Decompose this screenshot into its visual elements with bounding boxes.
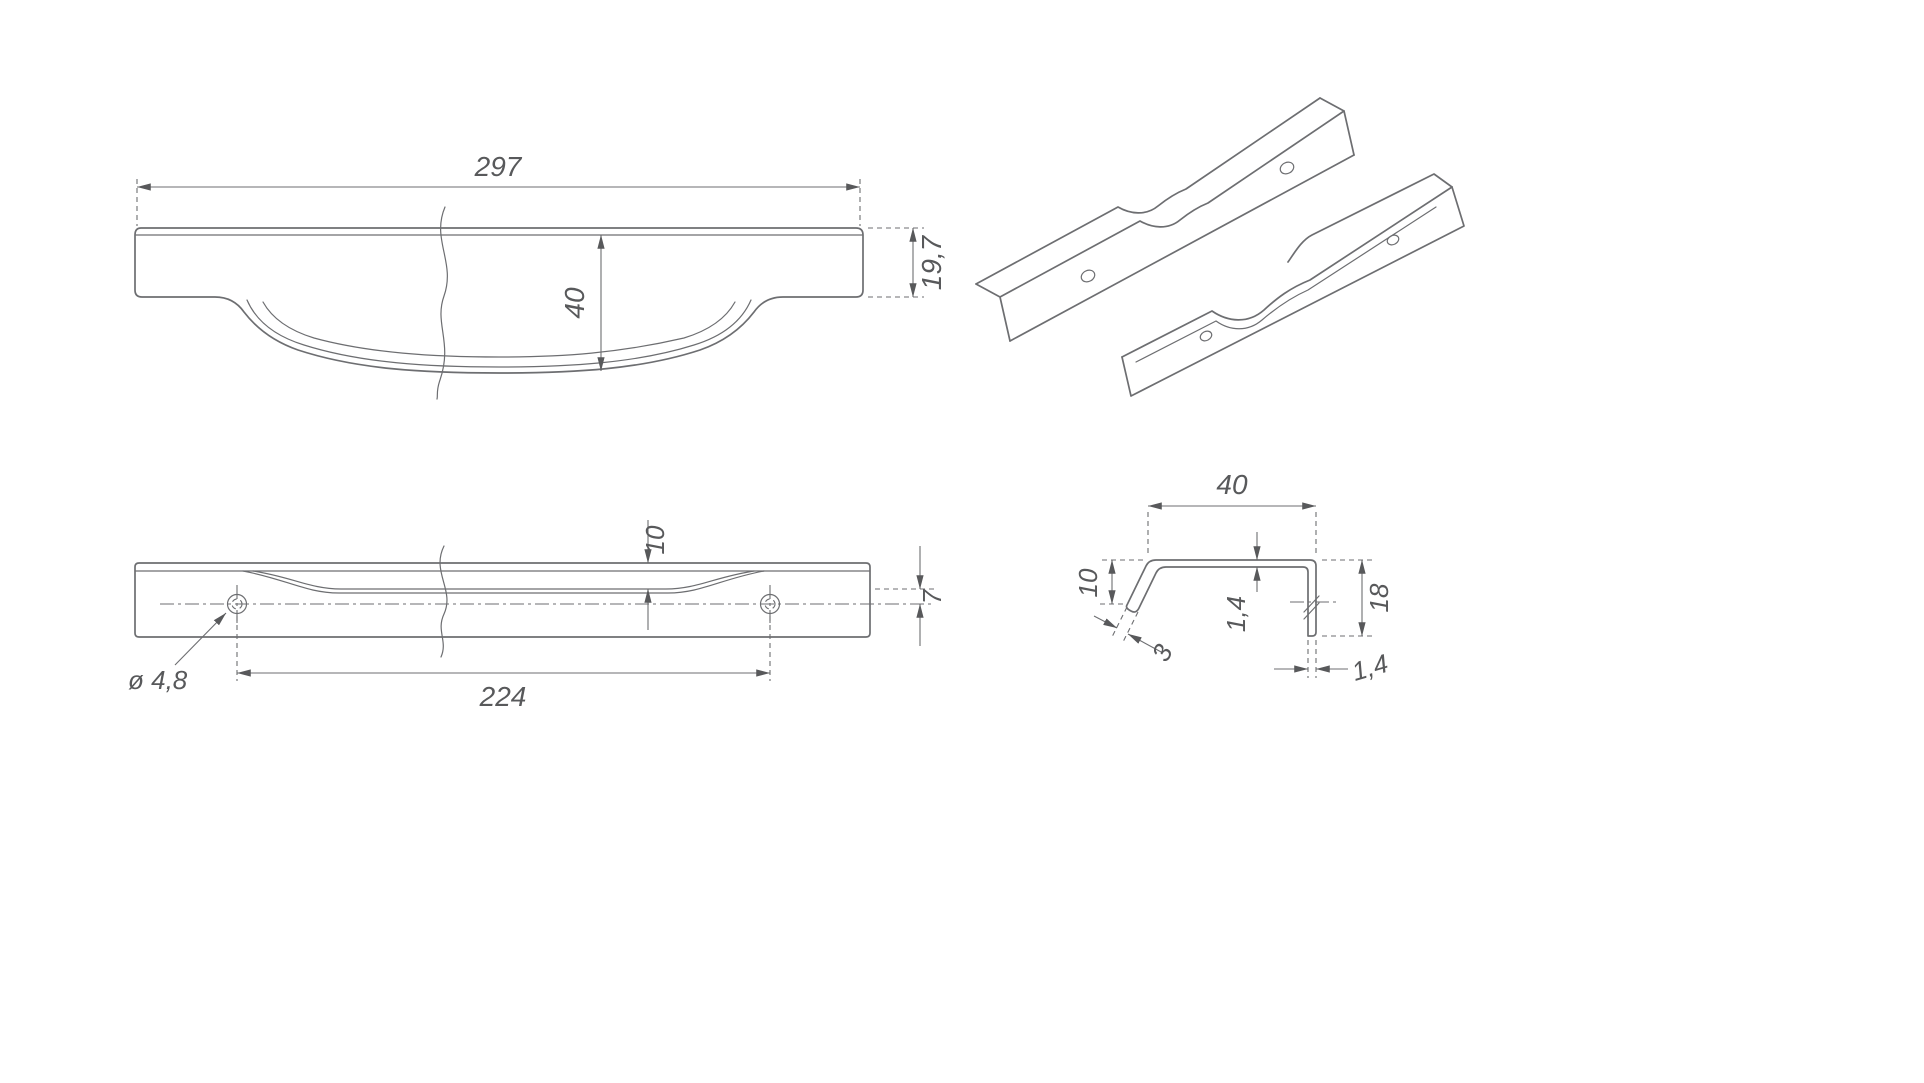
section-view: 40 10 1,4 18 3 xyxy=(1073,469,1394,687)
section-hole-hatch xyxy=(1303,595,1320,620)
iso-upper-screw-hole-left xyxy=(1080,269,1096,283)
isometric-view xyxy=(975,97,1465,397)
iso-lower-top-wavy-edge xyxy=(1121,186,1453,358)
plan-view-break-line xyxy=(439,545,448,658)
plan-hole-spacing-label: 224 xyxy=(479,681,527,712)
section-wall-thickness-label: 1,4 xyxy=(1348,648,1391,687)
iso-upper-fold-line xyxy=(999,110,1345,298)
front-end-height-label: 19,7 xyxy=(916,234,947,290)
iso-lower-screw-hole-right xyxy=(1386,234,1400,246)
iso-lower-flange-edge xyxy=(1287,173,1453,263)
front-end-height-dimension: 19,7 xyxy=(868,227,947,298)
plan-view-grip-edge-1 xyxy=(252,570,755,590)
section-lip-height-dimension: 10 xyxy=(1073,559,1146,605)
front-length-label: 297 xyxy=(474,151,523,182)
iso-upper-flange-edge xyxy=(975,97,1321,285)
plan-front-inset-dimension: 10 xyxy=(640,520,670,630)
iso-upper-bottom-edge xyxy=(1009,154,1355,342)
iso-upper-left-cap xyxy=(975,283,1011,342)
plan-hole-inset-label: 7 xyxy=(917,588,947,604)
plan-view: 10 7 224 ø 4,8 xyxy=(128,520,947,712)
front-grip-depth-label: 40 xyxy=(559,287,590,319)
front-view-part-outline xyxy=(134,227,864,374)
front-grip-depth-dimension: 40 xyxy=(559,234,605,372)
section-wall-thickness-dimension: 1,4 xyxy=(1274,640,1391,687)
section-width-label: 40 xyxy=(1216,469,1248,500)
iso-piece-upper xyxy=(975,97,1355,342)
plan-view-grip-edge-2 xyxy=(242,570,765,594)
section-lip-thickness-label: 3 xyxy=(1145,639,1179,666)
extension-line xyxy=(1122,611,1139,643)
section-lip-height-label: 10 xyxy=(1073,568,1103,597)
front-view-inner-grip-line-1 xyxy=(246,299,752,368)
plan-hole-inset-dimension: 7 xyxy=(875,546,947,646)
front-view: 297 40 19,7 xyxy=(134,151,947,400)
section-height-dimension: 18 xyxy=(1322,559,1394,637)
dimension-line xyxy=(1127,633,1164,654)
iso-lower-inner-edge xyxy=(1135,206,1437,363)
iso-lower-body-outline xyxy=(1121,186,1465,397)
front-view-inner-grip-line-2 xyxy=(262,301,736,358)
leader-line xyxy=(174,612,227,666)
plan-view-part-outline xyxy=(134,562,871,638)
extension-line xyxy=(1111,606,1128,638)
section-profile-outline xyxy=(1125,559,1317,637)
section-height-label: 18 xyxy=(1364,583,1394,612)
dimension-line xyxy=(1093,615,1118,629)
plan-hole-diameter-callout: ø 4,8 xyxy=(128,612,227,695)
front-view-break-line xyxy=(436,206,448,400)
front-length-dimension: 297 xyxy=(136,151,861,226)
iso-lower-screw-hole-left xyxy=(1199,330,1213,342)
section-width-dimension: 40 xyxy=(1147,469,1317,678)
plan-front-inset-label: 10 xyxy=(640,525,670,554)
section-lip-thickness-dimension: 3 xyxy=(1093,606,1179,666)
section-top-thickness-label: 1,4 xyxy=(1221,596,1251,632)
iso-piece-lower xyxy=(1121,173,1465,397)
iso-upper-screw-hole-right xyxy=(1279,161,1295,175)
plan-hole-diameter-label: ø 4,8 xyxy=(128,665,188,695)
iso-upper-right-cap xyxy=(1319,97,1355,156)
section-top-thickness-dimension: 1,4 xyxy=(1221,532,1261,632)
plan-hole-spacing-dimension: 224 xyxy=(236,616,771,712)
